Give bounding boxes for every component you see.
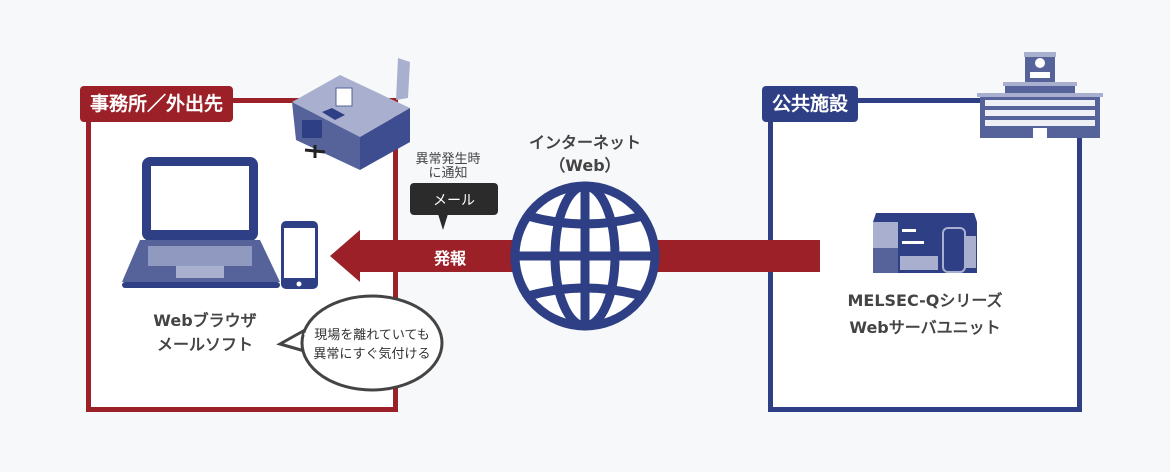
office-label: 事務所／外出先 (80, 86, 234, 122)
notice-text-1: 異常発生時 (415, 152, 481, 167)
office-desk-icon (292, 58, 410, 170)
internet-label-1: インターネット (528, 133, 641, 152)
device-label-2: Webサーバユニット (849, 318, 1001, 337)
mail-bubble (410, 183, 498, 230)
public-building-icon (977, 52, 1103, 138)
alert-label: 発報 (433, 249, 466, 268)
smartphone-icon (281, 221, 318, 289)
client-label-1: Webブラウザ (153, 311, 257, 330)
device-label-1: MELSEC-Qシリーズ (847, 291, 1003, 310)
bubble-text-2: 異常にすぐ気付ける (313, 347, 431, 362)
client-label-2: メールソフト (156, 335, 253, 354)
web-server-unit-icon (873, 213, 977, 273)
speech-bubble (276, 294, 444, 392)
laptop-icon (122, 157, 280, 288)
globe-icon (510, 181, 660, 331)
bubble-text-1: 現場を離れていても (314, 328, 430, 343)
internet-label-2: （Web） (549, 156, 621, 175)
facility-label: 公共施設 (762, 86, 859, 122)
notice-text-2: に通知 (428, 166, 468, 181)
mail-label: メール (433, 193, 475, 209)
